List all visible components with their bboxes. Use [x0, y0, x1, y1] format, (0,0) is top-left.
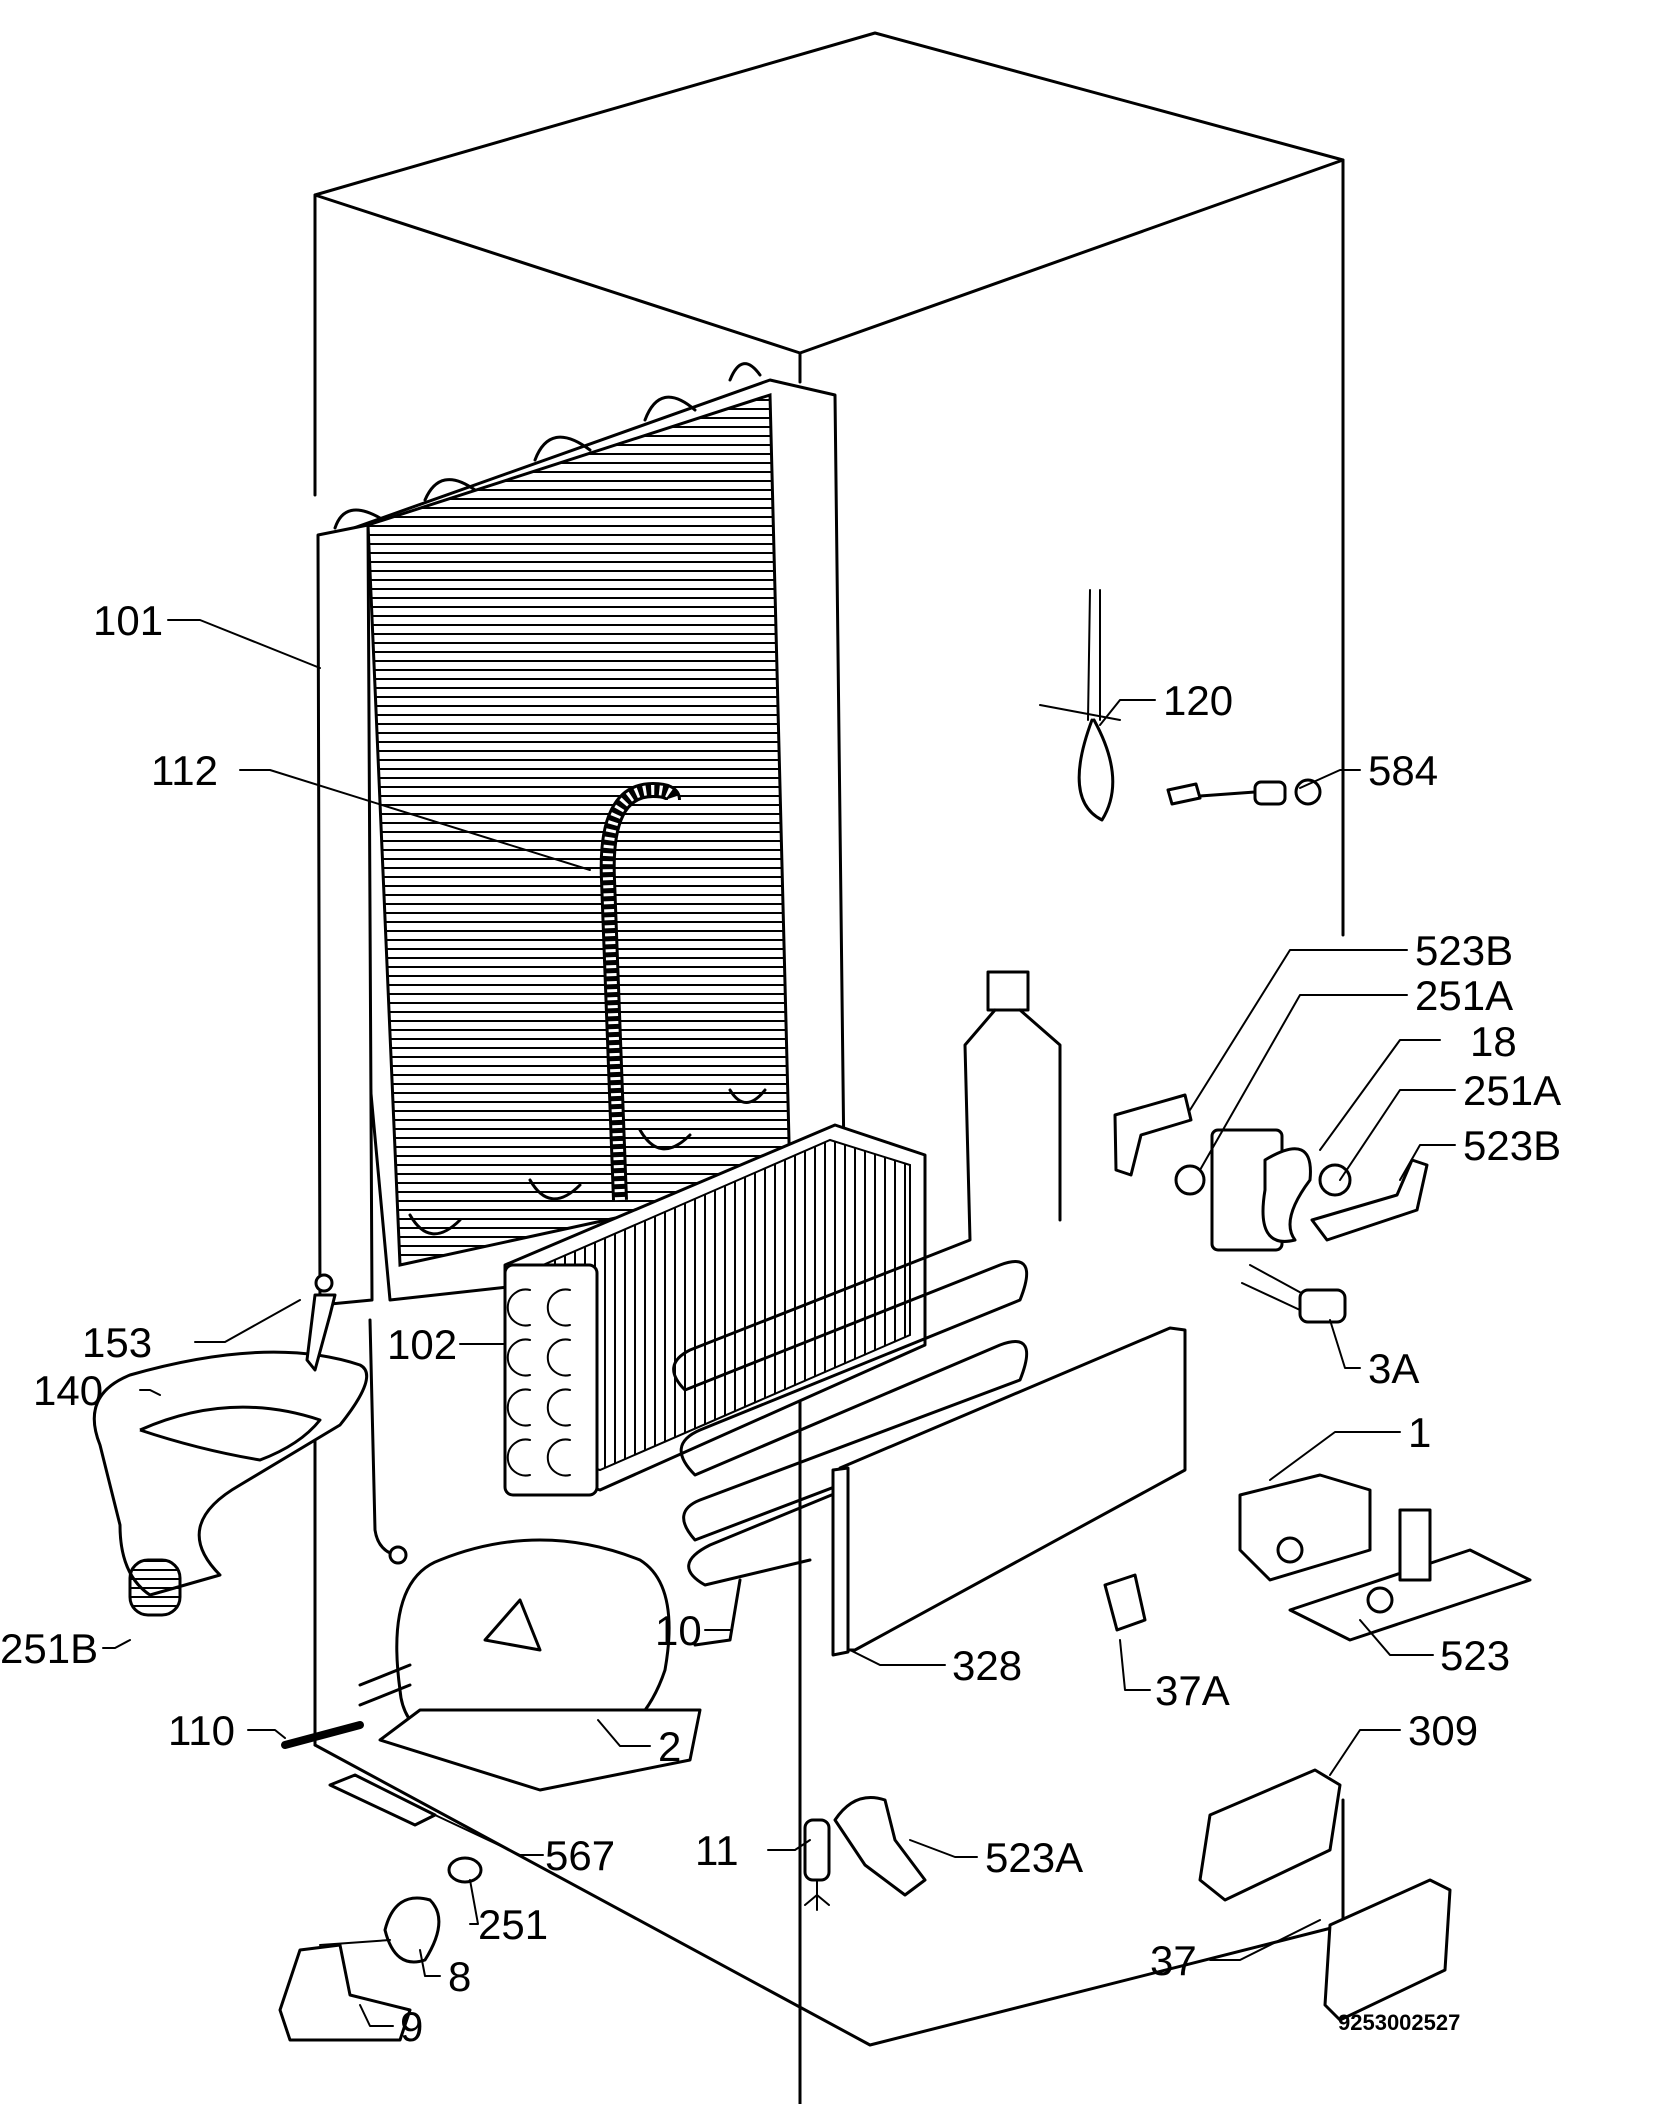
rubber-grommet: [447, 1856, 483, 1884]
capacitor-3a: [1241, 1264, 1347, 1324]
label-251: 251: [478, 1901, 548, 1948]
label-110: 110: [168, 1707, 235, 1754]
overload-relay: [319, 1896, 441, 1964]
label-140: 140: [33, 1367, 103, 1414]
control-pcb-309: [1198, 1768, 1342, 1902]
condenser: [316, 362, 847, 1565]
label-18: 18: [1470, 1018, 1517, 1065]
label-584: 584: [1368, 747, 1438, 794]
thermostat-sensor: [1039, 589, 1121, 822]
label-523: 523: [1440, 1632, 1510, 1679]
relay-clamp: [278, 1943, 412, 2042]
evaporator-block: [503, 1123, 927, 1497]
label-523a: 523A: [985, 1834, 1083, 1881]
label-120: 120: [1163, 677, 1233, 724]
heater-tube: [672, 970, 1062, 1647]
label-3a: 3A: [1368, 1345, 1419, 1392]
label-10: 10: [655, 1607, 702, 1654]
label-2: 2: [658, 1723, 681, 1770]
label-251a-mid: 251A: [1463, 1067, 1561, 1114]
label-11: 11: [695, 1827, 739, 1874]
label-567: 567: [545, 1832, 615, 1879]
label-523b-mid: 523B: [1463, 1122, 1561, 1169]
drain-nozzle: [305, 1273, 337, 1372]
dryer-coil: [599, 781, 681, 1201]
label-112: 112: [151, 747, 218, 794]
defrost-timer: [1238, 1473, 1372, 1582]
lamp-sensor: [1166, 778, 1322, 806]
fan-motor-assembly: [1113, 1093, 1429, 1252]
part-labels: 101 112 120 584 523B 251A 18 251A 523B 1…: [0, 597, 1561, 2050]
label-37: 37: [1150, 1937, 1197, 1984]
small-pipe: [281, 1721, 364, 1749]
label-37a: 37A: [1155, 1667, 1230, 1714]
control-panel-37: [1323, 1878, 1452, 2022]
label-1: 1: [1408, 1409, 1431, 1456]
label-8: 8: [448, 1953, 471, 2000]
label-523b-top: 523B: [1415, 927, 1513, 974]
label-328: 328: [952, 1642, 1022, 1689]
label-309: 309: [1408, 1707, 1478, 1754]
solenoid-valve: [803, 1818, 831, 1911]
compressor: [358, 1538, 702, 1792]
mounting-bracket: [1288, 1508, 1532, 1642]
label-102: 102: [387, 1321, 457, 1368]
label-251b: 251B: [0, 1625, 98, 1672]
drain-tray: [92, 1350, 369, 1597]
leader-lines: [102, 619, 1456, 2027]
label-153: 153: [82, 1319, 152, 1366]
valve-bracket: [833, 1796, 927, 1897]
label-9: 9: [400, 2003, 423, 2050]
connector-block-37a: [1103, 1573, 1147, 1632]
evaporator-plate: [831, 1326, 1187, 1657]
label-101: 101: [93, 597, 163, 644]
rubber-bushing: [128, 1558, 182, 1617]
label-251a-top: 251A: [1415, 972, 1513, 1019]
drawing-code: 9253002527: [1338, 2010, 1460, 2035]
